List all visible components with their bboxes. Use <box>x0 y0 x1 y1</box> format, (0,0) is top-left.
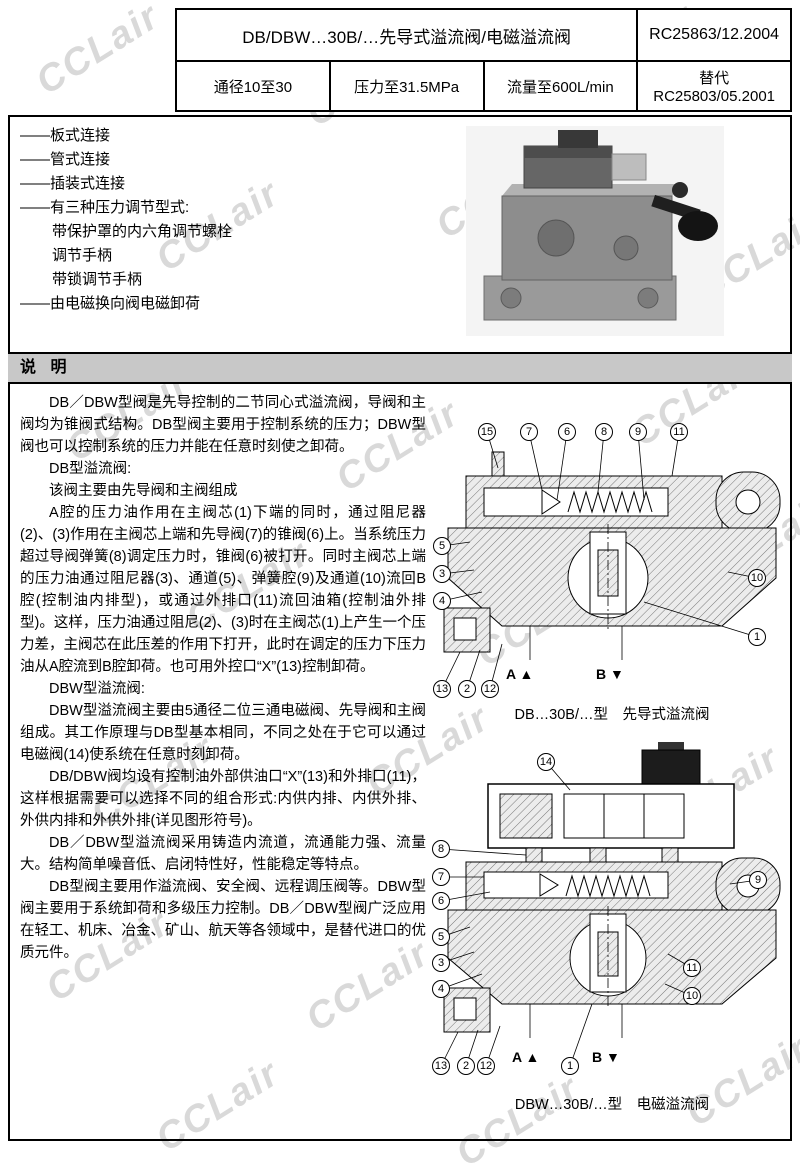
description-paragraph: A腔的压力油作用在主阀芯(1)下端的同时，通过阻尼器(2)、(3)作用在主阀芯上… <box>20 505 426 675</box>
callout-14: 14 <box>537 753 555 771</box>
callout-11: 11 <box>670 423 688 441</box>
callout-7: 7 <box>520 423 538 441</box>
db-port-a-label: A ▲ <box>506 666 534 682</box>
callout-4: 4 <box>433 592 451 610</box>
callout-10: 10 <box>748 569 766 587</box>
callout-3: 3 <box>432 954 450 972</box>
description-paragraph: DB／DBW型阀是先导控制的二节同心式溢流阀，导阀和主阀均为锥阀式结构。DB型阀… <box>20 395 426 455</box>
feature-list: ——板式连接 ——管式连接 ——插装式连接 ——有三种压力调节型式: 带保护罩的… <box>20 124 232 316</box>
feature-item: ——由电磁换向阀电磁卸荷 <box>20 295 201 312</box>
dbw-port-b-label: B ▼ <box>592 1049 620 1065</box>
doc-number: RC25863/12.2004 <box>636 8 792 62</box>
callout-13: 13 <box>433 680 451 698</box>
callout-7: 7 <box>432 868 450 886</box>
callout-10: 10 <box>683 987 701 1005</box>
db-port-b-label: B ▼ <box>596 666 624 682</box>
page-frame <box>8 115 792 1141</box>
description-paragraph: DB／DBW型溢流阀采用铸造内流道，流通能力强、流量大。结构简单噪音低、启闭特性… <box>20 835 426 873</box>
feature-item: ——有三种压力调节型式: <box>20 199 190 216</box>
doc-title: DB/DBW…30B/…先导式溢流阀/电磁溢流阀 <box>174 8 639 62</box>
callout-5: 5 <box>433 537 451 555</box>
spec-flow: 流量至600L/min <box>482 60 639 112</box>
callout-8: 8 <box>595 423 613 441</box>
callout-3: 3 <box>433 565 451 583</box>
callout-12: 12 <box>477 1057 495 1075</box>
feature-item: ——插装式连接 <box>20 175 126 192</box>
callout-5: 5 <box>432 928 450 946</box>
feature-subitem: 带保护罩的内六角调节螺栓 <box>52 223 233 240</box>
callout-13: 13 <box>432 1057 450 1075</box>
spec-replaces: 替代RC25803/05.2001 <box>636 60 792 112</box>
description-paragraph: DB型阀主要用作溢流阀、安全阀、远程调压阀等。DBW型阀主要用于系统卸荷和多级压… <box>20 879 426 961</box>
header-table: DB/DBW…30B/…先导式溢流阀/电磁溢流阀 RC25863/12.2004… <box>174 8 792 112</box>
callout-1: 1 <box>561 1057 579 1075</box>
db-valve-drawing <box>443 451 781 660</box>
callout-6: 6 <box>558 423 576 441</box>
feature-subitem: 调节手柄 <box>52 247 113 264</box>
description-paragraph: DBW型溢流阀主要由5通径二位三通电磁阀、先导阀和主阀组成。其工作原理与DB型基… <box>20 703 426 763</box>
description-paragraph: DBW型溢流阀: <box>49 681 145 697</box>
spec-pressure: 压力至31.5MPa <box>328 60 485 112</box>
callout-15: 15 <box>478 423 496 441</box>
callout-11: 11 <box>683 959 701 977</box>
callout-9: 9 <box>629 423 647 441</box>
valve-photo-graphic <box>466 126 724 336</box>
section-label: 说 明 <box>20 359 72 376</box>
spec-size: 通径10至30 <box>175 60 331 112</box>
description-paragraph: 该阀主要由先导阀和主阀组成 <box>49 483 238 499</box>
description-text: DB／DBW型阀是先导控制的二节同心式溢流阀，导阀和主阀均为锥阀式结构。DB型阀… <box>20 392 426 964</box>
callout-1: 1 <box>748 628 766 646</box>
callout-2: 2 <box>458 680 476 698</box>
callout-6: 6 <box>432 892 450 910</box>
description-paragraph: DB型溢流阀: <box>49 461 132 477</box>
callout-12: 12 <box>481 680 499 698</box>
dbw-port-a-label: A ▲ <box>512 1049 540 1065</box>
product-photo <box>466 126 724 336</box>
dbw-valve-drawing <box>443 742 781 1038</box>
watermark-text: CCLair <box>28 0 168 104</box>
callout-9: 9 <box>749 871 767 889</box>
section-header-description: 说 明 <box>8 352 792 384</box>
db-diagram-caption: DB…30B/…型 先导式溢流阀 <box>514 707 710 723</box>
callout-8: 8 <box>432 840 450 858</box>
description-paragraph: DB/DBW阀均设有控制油外部供油口“X”(13)和外排口(11)，这样根据需要… <box>20 769 426 829</box>
feature-item: ——板式连接 <box>20 127 111 144</box>
feature-item: ——管式连接 <box>20 151 111 168</box>
feature-subitem: 带锁调节手柄 <box>52 271 143 288</box>
callout-4: 4 <box>432 980 450 998</box>
callout-2: 2 <box>457 1057 475 1075</box>
dbw-diagram-caption: DBW…30B/…型 电磁溢流阀 <box>514 1097 710 1113</box>
